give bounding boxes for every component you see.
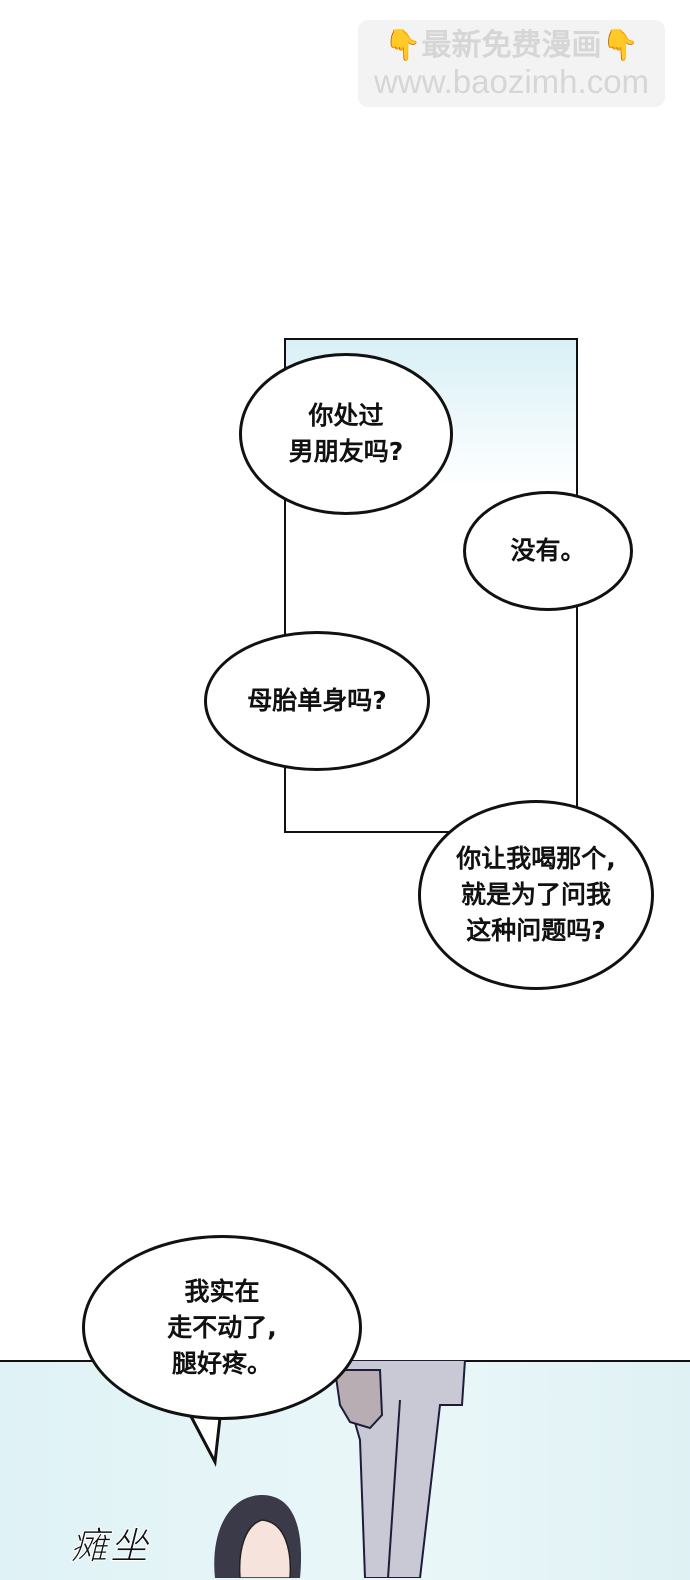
speech-bubble-4: 你让我喝那个, 就是为了问我 这种问题吗? bbox=[418, 800, 654, 990]
watermark: 👇最新免费漫画👇 www.baozimh.com bbox=[358, 20, 665, 107]
speech-bubble-2: 没有。 bbox=[463, 491, 633, 611]
speech-bubble-3: 母胎单身吗? bbox=[204, 631, 430, 771]
standing-figure-legs bbox=[333, 1360, 467, 1578]
speech-bubble-5: 我实在 走不动了, 腿好疼。 bbox=[82, 1235, 362, 1420]
pointing-down-hand-icon: 👇 bbox=[601, 28, 639, 63]
watermark-line1: 最新免费漫画 bbox=[421, 28, 602, 63]
sitting-girl bbox=[214, 1495, 302, 1578]
pointing-down-hand-icon: 👇 bbox=[384, 28, 422, 63]
watermark-url: www.baozimh.com bbox=[373, 63, 650, 100]
sound-effect-text: 瘫坐 bbox=[69, 1524, 151, 1569]
panel-2-artwork bbox=[214, 1360, 467, 1578]
speech-bubble-1: 你处过 男朋友吗? bbox=[239, 353, 453, 515]
